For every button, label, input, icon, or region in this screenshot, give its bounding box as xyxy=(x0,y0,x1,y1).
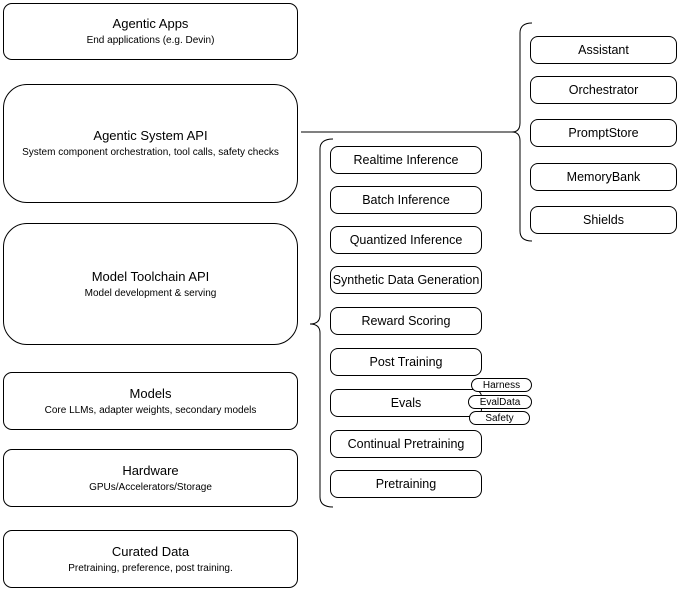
box-assistant: Assistant xyxy=(530,36,677,64)
box-batch-inference: Batch Inference xyxy=(330,186,482,214)
box-hardware: Hardware GPUs/Accelerators/Storage xyxy=(3,449,298,507)
box-model-toolchain-api: Model Toolchain API Model development & … xyxy=(3,223,298,345)
brace-agentic-components-group xyxy=(511,22,533,242)
box-agentic-apps-subtitle: End applications (e.g. Devin) xyxy=(86,35,215,46)
box-model-toolchain-api-subtitle: Model development & serving xyxy=(84,287,217,299)
box-orchestrator: Orchestrator xyxy=(530,76,677,104)
box-agentic-apps: Agentic Apps End applications (e.g. Devi… xyxy=(3,3,298,60)
pill-harness: Harness xyxy=(471,378,532,392)
box-agentic-system-api-subtitle: System component orchestration, tool cal… xyxy=(22,147,279,158)
box-agentic-system-api: Agentic System API System component orch… xyxy=(3,84,298,203)
box-promptstore: PromptStore xyxy=(530,119,677,147)
box-models: Models Core LLMs, adapter weights, secon… xyxy=(3,372,298,430)
box-pretraining: Pretraining xyxy=(330,470,482,498)
pill-safety: Safety xyxy=(469,411,530,425)
box-models-subtitle: Core LLMs, adapter weights, secondary mo… xyxy=(44,404,257,416)
pill-evaldata: EvalData xyxy=(468,395,532,409)
box-curated-data: Curated Data Pretraining, preference, po… xyxy=(3,530,298,588)
box-synthetic-data-generation: Synthetic Data Generation xyxy=(330,266,482,294)
box-curated-data-subtitle: Pretraining, preference, post training. xyxy=(68,562,233,574)
box-memorybank: MemoryBank xyxy=(530,163,677,191)
box-hardware-title: Hardware xyxy=(122,462,179,478)
box-quantized-inference: Quantized Inference xyxy=(330,226,482,254)
box-agentic-system-api-title: Agentic System API xyxy=(93,128,208,143)
box-realtime-inference: Realtime Inference xyxy=(330,146,482,174)
box-continual-pretraining: Continual Pretraining xyxy=(330,430,482,458)
box-shields: Shields xyxy=(530,206,677,234)
box-reward-scoring: Reward Scoring xyxy=(330,307,482,335)
box-models-title: Models xyxy=(129,385,172,401)
box-evals: Evals xyxy=(330,389,482,417)
box-curated-data-title: Curated Data xyxy=(111,543,190,559)
box-agentic-apps-title: Agentic Apps xyxy=(112,16,189,31)
box-post-training: Post Training xyxy=(330,348,482,376)
box-model-toolchain-api-title: Model Toolchain API xyxy=(91,268,210,284)
box-hardware-subtitle: GPUs/Accelerators/Storage xyxy=(89,481,212,493)
